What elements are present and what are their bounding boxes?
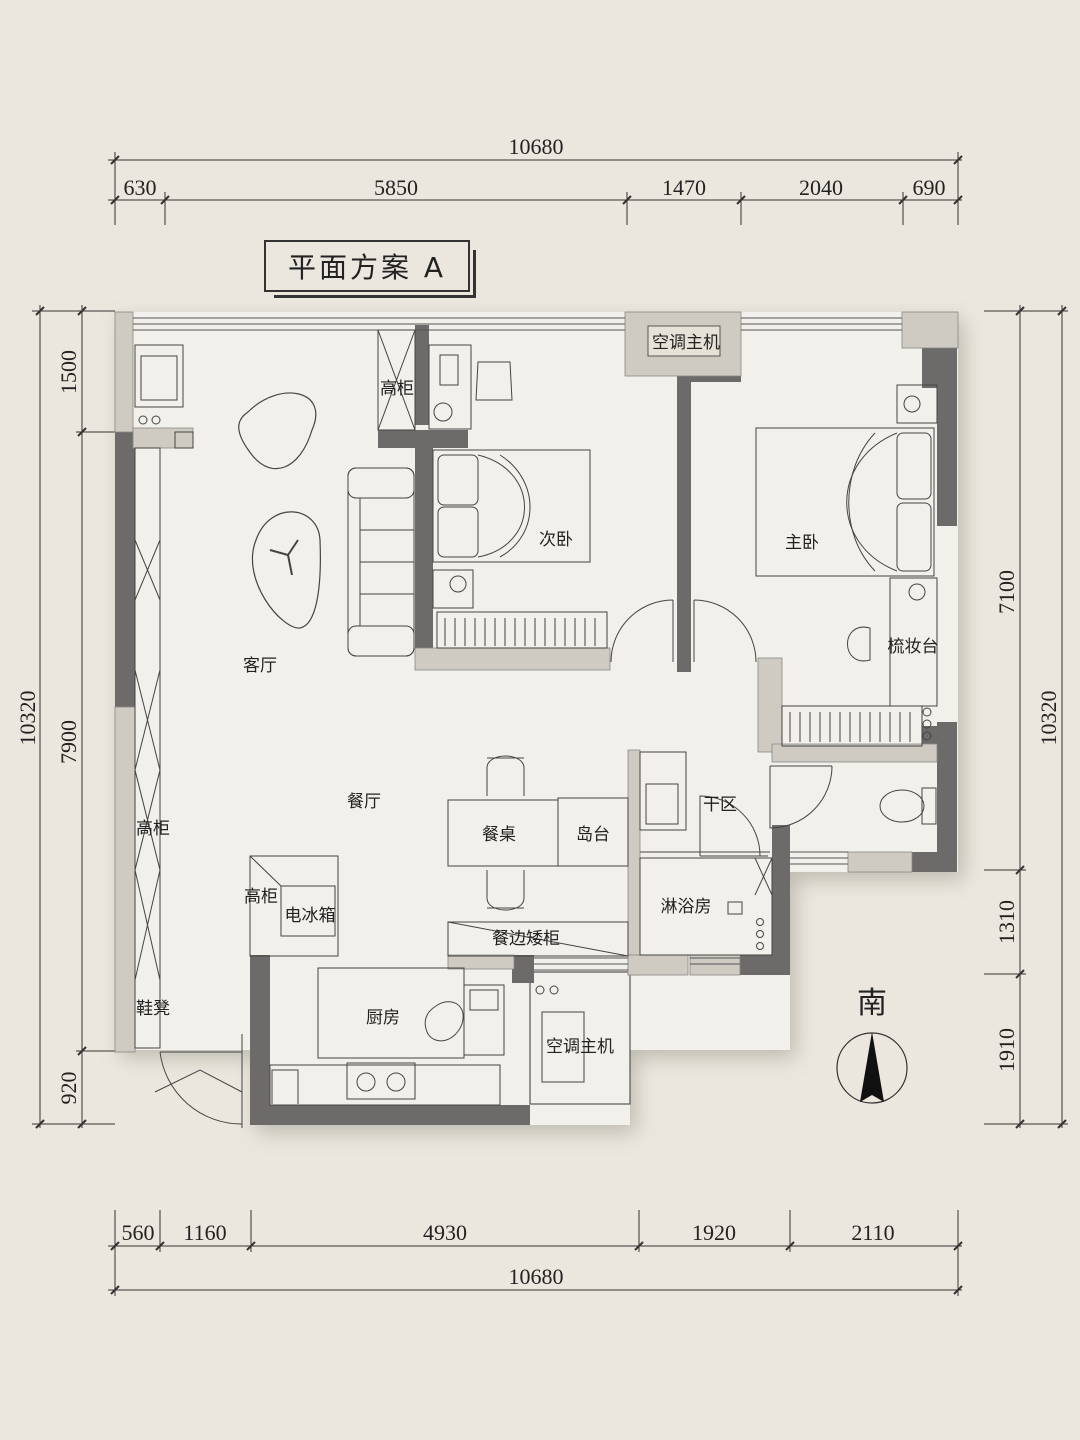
top-windows: [133, 317, 902, 971]
bottom-dimension-3: 4930: [423, 1220, 467, 1245]
bottom-dimensions: [108, 1210, 963, 1296]
left-dimension-1: 1500: [56, 350, 81, 394]
lounge-chair-icon: [238, 392, 317, 470]
second-wardrobe-icon: [436, 611, 608, 649]
walls: [115, 325, 957, 1125]
bottom-dimension-5: 2110: [851, 1220, 894, 1245]
second-bed-icon: [432, 449, 591, 609]
island-label: 岛台: [576, 825, 610, 845]
fridge-icon: [249, 855, 339, 957]
kitchen-label: 厨房: [366, 1008, 400, 1028]
tall-cabinet-top: [377, 329, 416, 431]
bottom-total-dimension: 10680: [509, 1264, 564, 1289]
ac-unit-bottom-label: 空调主机: [546, 1037, 614, 1057]
floor-area: [115, 312, 958, 1125]
lounge-chair-icon: [251, 511, 321, 629]
kitchen-fixtures: [269, 967, 585, 1106]
bottom-dimension-2: 1160: [183, 1220, 226, 1245]
toilet-icon: [879, 787, 937, 825]
shoe-bench-label: 鞋凳: [136, 999, 170, 1019]
master-bedroom-label: 主卧: [785, 533, 819, 553]
sideboard-label: 餐边矮柜: [492, 929, 560, 949]
bedroom-doors: [610, 599, 757, 663]
tall-cabinet-fridge-label: 高柜: [244, 887, 278, 907]
right-dimension-3: 1910: [994, 1028, 1019, 1072]
fridge-label: 电冰箱: [285, 906, 336, 926]
tall-cabinet-left-label: 高柜: [136, 819, 170, 839]
dresser-label: 梳妆台: [888, 637, 939, 657]
bottom-dimension-4: 1920: [692, 1220, 736, 1245]
sideboard-icon: [447, 921, 629, 957]
tall-cabinet-top-label: 高柜: [380, 379, 414, 399]
ac-unit-top-label: 空调主机: [652, 333, 720, 353]
washer-icon: [134, 344, 194, 449]
shower-icon: [639, 857, 773, 956]
top-total-dimension: 10680: [509, 134, 564, 159]
top-dimension-4: 2040: [799, 175, 843, 200]
compass-icon: [836, 1032, 908, 1104]
left-dimension-2: 7900: [56, 720, 81, 764]
left-total-dimension: 10320: [15, 691, 40, 746]
right-total-dimension: 10320: [1036, 691, 1061, 746]
master-bed-icon: [755, 384, 938, 577]
chair-star-icon: [269, 539, 299, 576]
shower-label: 淋浴房: [661, 897, 712, 917]
right-dimension-2: 1310: [994, 900, 1019, 944]
master-wardrobe-icon: [781, 705, 932, 747]
right-dimensions: [984, 305, 1068, 1129]
dining-table-icon: [447, 755, 629, 911]
top-dimension-1: 630: [124, 175, 157, 200]
left-tall-cabinet: [134, 447, 161, 1049]
top-dimension-5: 690: [913, 175, 946, 200]
light-walls: [114, 311, 959, 1053]
left-dimensions: [32, 305, 115, 1129]
right-dimension-1: 7100: [994, 570, 1019, 614]
plan-title: 平面方案 A: [264, 240, 470, 292]
dining-table-label: 餐桌: [482, 825, 516, 845]
dry-area-icon: [639, 751, 770, 857]
left-dimension-3: 920: [56, 1072, 81, 1105]
top-dimension-2: 5850: [374, 175, 418, 200]
compass-label: 南: [857, 986, 887, 1021]
dry-area-label: 干区: [703, 795, 737, 815]
bottom-dimension-1: 560: [122, 1220, 155, 1245]
desk-icon: [428, 344, 513, 430]
second-bedroom-label: 次卧: [539, 530, 573, 550]
ac-balcony-outline: [529, 971, 631, 1105]
top-dimensions: [108, 152, 963, 225]
dining-room-label: 餐厅: [347, 792, 381, 812]
bath-door: [769, 765, 833, 829]
sofa-icon: [347, 467, 415, 657]
ac-unit-top: [647, 325, 721, 357]
living-room-label: 客厅: [243, 656, 277, 676]
entry-door: [154, 1034, 243, 1128]
top-dimension-3: 1470: [662, 175, 706, 200]
